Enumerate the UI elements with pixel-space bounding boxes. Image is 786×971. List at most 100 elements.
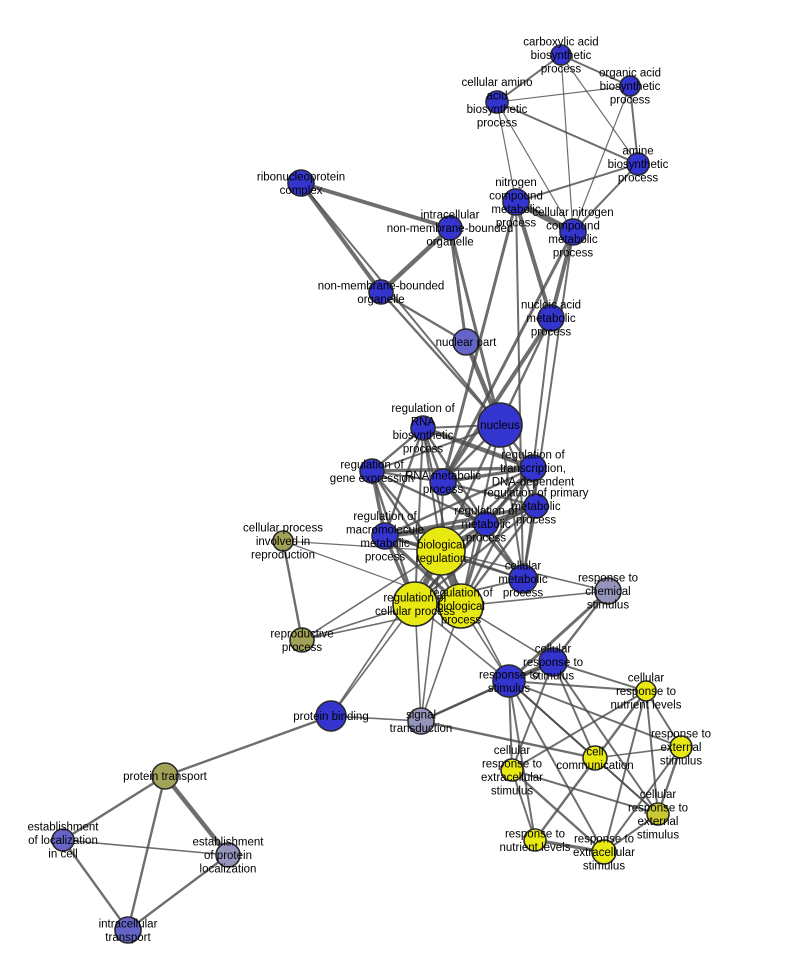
graph-node-respext[interactable]: response to external stimulus (669, 735, 693, 759)
graph-edge-respext-cellcomm (594, 746, 682, 759)
graph-edge-proteintransport-estloccell (61, 774, 167, 842)
graph-edge-cellrespstim-cellrespext (552, 661, 659, 815)
graph-node-regprimary[interactable]: regulation of primary metabolic process (523, 493, 549, 519)
graph-node-cellcomm[interactable]: cell communication (582, 745, 608, 771)
graph-node-rnp[interactable]: ribonucleoprotein complex (287, 169, 315, 197)
graph-edge-nucleicacid-rnametab (441, 316, 553, 484)
graph-node-cellmetab[interactable]: cellular metabolic process (508, 564, 538, 594)
graph-node-nmb[interactable]: non-membrane-bounded organelle (368, 279, 394, 305)
graph-node-regtrans[interactable]: regulation of transcription, DNA-depende… (519, 454, 547, 482)
graph-edge-cellprocrepro-bioreg (282, 540, 442, 552)
graph-edge-respstim-respextracell (508, 680, 605, 853)
graph-node-nitrogen[interactable]: nitrogen compound metabolic process (502, 188, 530, 216)
graph-edge-proteinbinding-proteintransport (163, 714, 333, 778)
graph-node-intratransport[interactable]: intracellular transport (114, 916, 142, 944)
graph-edge-regrna-regcell (414, 427, 424, 605)
graph-node-respnutrient[interactable]: response to nutrient levels (523, 828, 547, 852)
graph-edge-cellrespstim-respchem (551, 589, 610, 664)
graph-node-nucleicacid[interactable]: nucleic acid metabolic process (537, 304, 565, 332)
graph-edge-carboxylic-amino (496, 54, 562, 103)
graph-edge-cellrespextracell-respnutrient (511, 769, 536, 841)
graph-edge-nucleicacid-regtrans (532, 317, 552, 469)
graph-node-nuclearpart[interactable]: nuclear part (452, 328, 480, 356)
graph-node-intranmb[interactable]: intracellular non-membrane-bounded organ… (437, 215, 463, 241)
graph-node-respstim[interactable]: response to stimulus (492, 664, 526, 698)
graph-node-cellprocrepro[interactable]: cellular process involved in reproductio… (272, 530, 294, 552)
graph-node-estloccell[interactable]: establishment of localization in cell (51, 828, 75, 852)
graph-edge-respstim-respchem (507, 589, 610, 683)
graph-edge-organic-amine (629, 85, 639, 165)
graph-edge-amino-nitrogen (496, 101, 517, 203)
graph-node-proteintransport[interactable]: protein transport (151, 762, 179, 790)
graph-edge-intranmb-nuclearpart (448, 226, 468, 344)
graph-edge-amino-cellnitrogen (496, 101, 574, 233)
graph-edge-respext-cellrespext (656, 745, 683, 816)
graph-edge-cellrespstim-cellrespnutrient (552, 661, 647, 692)
graph-edge-organic-cellnitrogen (572, 85, 631, 233)
graph-edge-intranmb-nucleus (448, 226, 502, 427)
graph-edge-proteinbinding-regcell (330, 603, 416, 717)
graph-edge-proteinbinding-bioreg (330, 550, 442, 717)
graph-node-regmetab[interactable]: regulation of metabolic process (473, 511, 499, 537)
graph-node-sigtrans[interactable]: signal transduction (407, 707, 435, 735)
graph-edge-cellrespstim-cellrespextracell (511, 661, 554, 771)
graph-node-reggene[interactable]: regulation of gene expression (359, 458, 385, 484)
graph-node-respchem[interactable]: response to chemical stimulus (594, 577, 622, 605)
graph-edge-estprotloc-intratransport (126, 853, 230, 932)
graph-edge-cellrespnutrient-respextracell (603, 690, 647, 853)
graph-edge-carboxylic-cellnitrogen (560, 54, 574, 233)
graph-edge-estloccell-intratransport (61, 838, 130, 932)
graph-node-bioreg[interactable]: biological regulation (416, 526, 466, 576)
graph-edge-rnp-intranmb (299, 181, 452, 230)
graph-edge-cellcomm-cellrespext (594, 757, 659, 815)
graph-node-respextracell[interactable]: response to extracellular stimulus (591, 839, 617, 865)
graph-edge-carboxylic-organic (560, 54, 631, 87)
graph-edge-respstim-cellrespnutrient (508, 680, 647, 692)
graph-node-amine[interactable]: amine biosynthetic process (626, 152, 650, 176)
graph-node-estprotloc[interactable]: establishment of protein localization (215, 842, 241, 868)
graph-node-amino[interactable]: cellular amino acid biosynthetic process (485, 90, 509, 114)
graph-node-regmacro[interactable]: regulation of macromolecule metabolic pr… (371, 522, 399, 550)
graph-node-regbio[interactable]: regulation of biological process (438, 583, 484, 629)
graph-edge-regtrans-rnametab (441, 466, 535, 484)
graph-edge-estloccell-estprotloc (62, 839, 229, 856)
node-layer: carboxylic acid biosynthetic process orga… (51, 44, 693, 944)
graph-edge-proteintransport-intratransport (126, 774, 167, 932)
edge-layer (61, 54, 683, 932)
graph-node-proteinbinding[interactable]: protein binding (315, 700, 347, 732)
graph-edge-respstim-respnutrient (508, 680, 536, 841)
graph-edge-cellrespnutrient-cellrespext (645, 690, 659, 815)
graph-edge-nucleus-cellmetab (499, 424, 524, 580)
graph-edge-cellnitrogen-cellmetab (522, 231, 574, 580)
graph-edge-cellprocrepro-reproproc (281, 539, 304, 642)
graph-node-organic[interactable]: organic acid biosynthetic process (619, 75, 641, 97)
graph-node-regrna[interactable]: regulation of RNA biosynthetic process (410, 415, 436, 441)
graph-edge-cellrespstim-sigtrans (420, 661, 554, 722)
graph-edge-amino-amine (496, 101, 639, 165)
graph-node-nucleus[interactable]: nucleus (477, 402, 523, 448)
graph-node-cellrespextracell[interactable]: cellular response to extracellular stimu… (500, 758, 524, 782)
graph-edge-cellnitrogen-nucleicacid (549, 230, 575, 320)
graph-node-rnametab[interactable]: RNA metabolic process (429, 468, 457, 496)
graph-edge-cellrespextracell-respextracell (510, 768, 606, 854)
graph-node-cellrespstim[interactable]: cellular response to stimulus (538, 647, 568, 677)
graph-node-cellrespext[interactable]: cellular response to external stimulus (646, 802, 670, 826)
graph-edge-respchem-regbio (460, 590, 609, 607)
graph-edge-reggene-regmetab (370, 469, 488, 526)
graph-node-reproproc[interactable]: reproductive process (289, 627, 315, 653)
graph-edge-amine-cellnitrogen (572, 163, 639, 233)
graph-edge-sigtrans-cellcomm (419, 719, 597, 760)
graph-node-carboxylic[interactable]: carboxylic acid biosynthetic process (550, 44, 572, 66)
graph-edge-cellrespnutrient-cellrespextracell (511, 690, 647, 771)
graph-node-cellrespnutrient[interactable]: cellular response to nutrient levels (635, 680, 657, 702)
graph-node-cellnitrogen[interactable]: cellular nitrogen compound metabolic pro… (559, 218, 587, 246)
graph-edge-cellrespstim-cellcomm (552, 661, 596, 759)
graph-edge-cellrespextracell-cellrespext (511, 769, 659, 815)
graph-edge-amine-nitrogen (515, 163, 639, 203)
graph-edge-regrna-regmacro (383, 426, 425, 538)
graph-node-regcell[interactable]: regulation of cellular process (392, 581, 438, 627)
graph-edge-reggene-regbio (370, 469, 463, 608)
graph-edge-carboxylic-amine (560, 54, 639, 165)
